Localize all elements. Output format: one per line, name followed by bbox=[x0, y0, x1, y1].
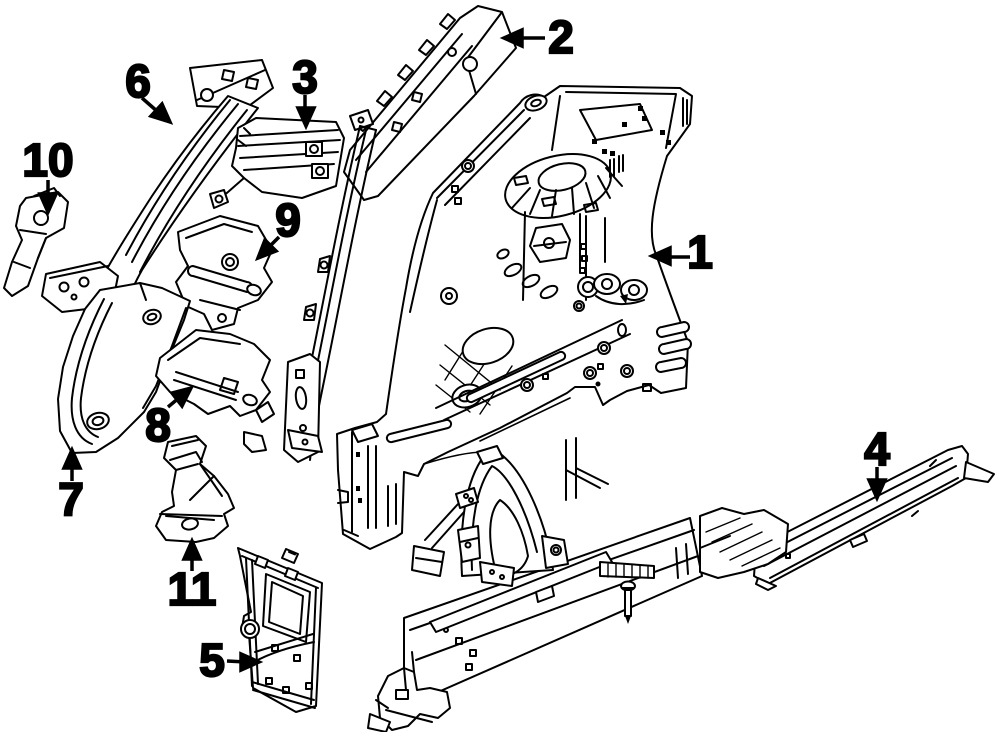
part-2-windshield-frame-drawing bbox=[244, 6, 516, 462]
callout-1: 1 bbox=[647, 225, 714, 279]
callout-5-label: 5 bbox=[199, 634, 225, 686]
callout-3-arrowhead bbox=[295, 106, 317, 131]
part-5-mount-panel-drawing bbox=[238, 548, 322, 712]
callout-8-arrowhead bbox=[169, 385, 195, 410]
part-9-bracket-drawing bbox=[176, 216, 272, 330]
callout-10: 10 bbox=[21, 133, 75, 217]
callout-9: 9 bbox=[254, 193, 302, 262]
callout-6: 6 bbox=[124, 54, 174, 125]
part-1-apron-assembly-drawing bbox=[337, 86, 692, 549]
part-10-bracket-drawing bbox=[4, 188, 68, 296]
callout-3-label: 3 bbox=[292, 51, 318, 103]
callout-11-label: 11 bbox=[168, 563, 217, 615]
callout-6-label: 6 bbox=[125, 55, 151, 107]
callout-3: 3 bbox=[291, 50, 319, 131]
callout-4-arrowhead bbox=[866, 478, 888, 503]
callout-2: 2 bbox=[499, 10, 575, 64]
callout-1-label: 1 bbox=[687, 226, 713, 278]
callout-2-label: 2 bbox=[548, 11, 574, 63]
callout-2-arrowhead bbox=[499, 27, 524, 49]
callout-9-arrowhead bbox=[254, 236, 280, 262]
callout-7-label: 7 bbox=[58, 473, 84, 525]
callout-11-arrowhead bbox=[181, 536, 203, 561]
callout-10-label: 10 bbox=[22, 134, 73, 186]
callout-1-arrowhead bbox=[647, 245, 672, 267]
callouts: 1 2 3 4 5 6 7 bbox=[21, 10, 891, 687]
callout-8-label: 8 bbox=[145, 399, 171, 451]
part-4-side-rail-drawing bbox=[754, 446, 994, 590]
callout-6-arrowhead bbox=[147, 100, 174, 125]
callout-8: 8 bbox=[144, 385, 195, 452]
callout-7-arrowhead bbox=[61, 445, 83, 470]
callout-9-label: 9 bbox=[275, 194, 301, 246]
callout-7: 7 bbox=[57, 445, 85, 526]
callout-4: 4 bbox=[863, 422, 891, 503]
part-11-bracket-drawing bbox=[156, 436, 234, 542]
lower-rail-assembly-drawing bbox=[368, 438, 788, 732]
callout-4-label: 4 bbox=[864, 423, 890, 475]
callout-11: 11 bbox=[167, 536, 217, 616]
callout-5-arrowhead bbox=[239, 651, 264, 673]
callout-10-arrowhead bbox=[37, 192, 59, 217]
part-3-bracket-drawing bbox=[210, 118, 344, 208]
callout-5: 5 bbox=[198, 633, 264, 687]
